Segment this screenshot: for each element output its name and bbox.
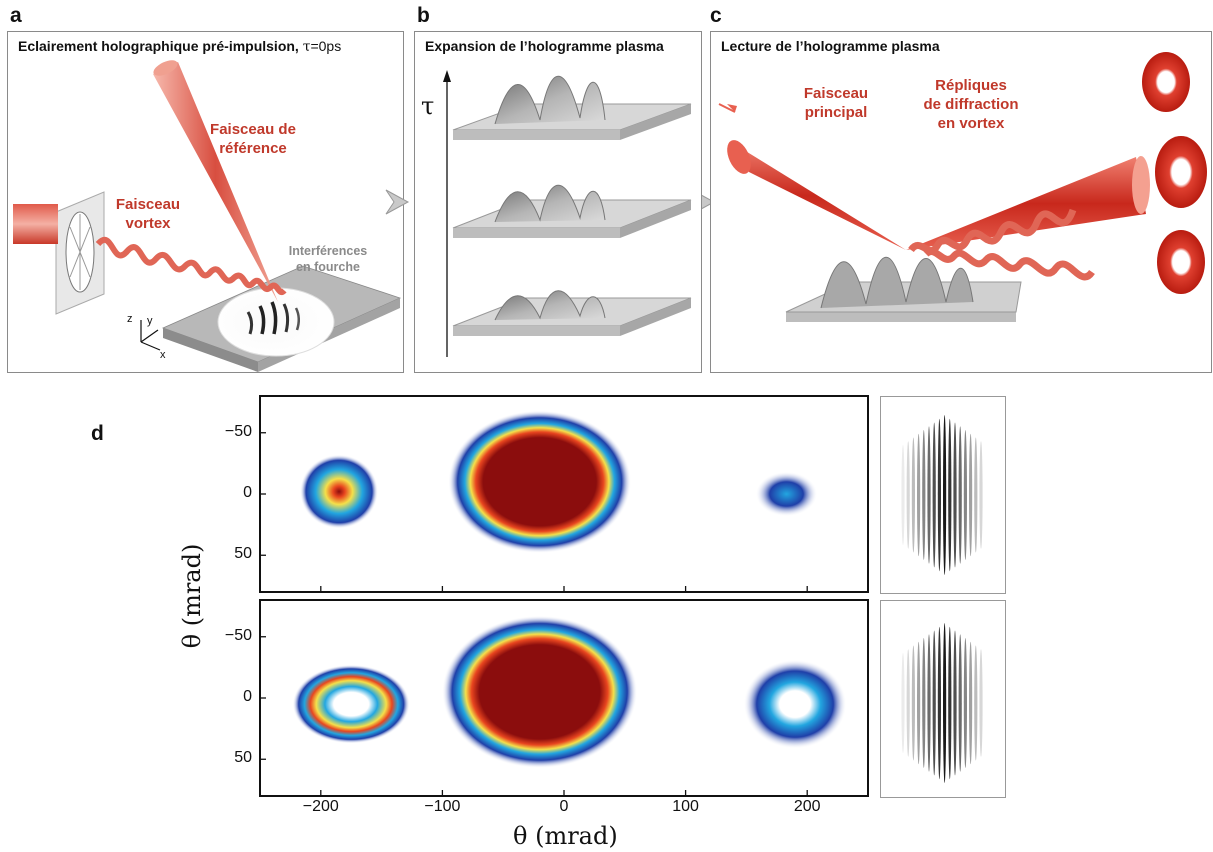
reference-beam-label: Faisceau de référence <box>210 121 296 157</box>
vortex-ring-middle <box>1155 136 1207 208</box>
fringe-thumbnail-bottom <box>880 600 1006 798</box>
beam-spot-top-2 <box>756 471 817 517</box>
coordinate-axes <box>140 320 161 351</box>
fringe-line <box>901 445 905 545</box>
fringe-line <box>974 437 978 553</box>
fringe-thumbnail-top <box>880 396 1006 594</box>
fringe-line <box>943 415 947 575</box>
fringe-line <box>906 649 910 757</box>
heatmap-top <box>300 410 817 553</box>
y-tick-label: −50 <box>224 626 252 644</box>
y-tick-label: 0 <box>243 688 252 705</box>
main-beam-label: Faisceau principal <box>803 85 869 121</box>
y-tick-label: −50 <box>224 422 252 440</box>
x-tick-label: −100 <box>424 798 461 815</box>
x-tick-label: 0 <box>559 798 569 815</box>
fringe-line <box>974 645 978 761</box>
interference-label: Interférences en fourche <box>288 244 368 274</box>
fringe-line <box>969 641 973 765</box>
fringe-line <box>932 422 936 568</box>
panel-c: Lecture de l’hologramme plasma Faisceau … <box>710 31 1212 373</box>
fringe-line <box>927 634 931 772</box>
fringe-line <box>943 623 947 783</box>
fringe-line <box>948 418 952 572</box>
x-tick-label: 100 <box>672 798 699 815</box>
fringe-line <box>937 626 941 780</box>
x-tick-label: −200 <box>302 798 339 815</box>
tau-axis-label: τ <box>421 92 435 120</box>
fringe-line <box>911 437 915 553</box>
axis-y-label: y <box>147 315 153 327</box>
panel-a-illustration: z y x <box>13 60 402 372</box>
fringe-line <box>932 630 936 776</box>
fringe-line <box>917 433 921 557</box>
plasma-slab-top <box>452 75 692 140</box>
phase-plate <box>55 191 105 315</box>
fringe-line <box>911 645 915 761</box>
fringe-line <box>969 433 973 557</box>
tau-symbol: τ <box>302 39 311 55</box>
panel-a: Eclairement holographique pré-impulsion,… <box>7 31 404 373</box>
fringe-line <box>937 418 941 572</box>
plasma-slab-bottom <box>452 290 692 336</box>
vortex-helix-bottom <box>923 248 1095 281</box>
vortex-ring-bottom <box>1157 230 1205 294</box>
axis-z-label: z <box>127 313 133 325</box>
axis-x-label: x <box>160 349 166 361</box>
panel-letter-b: b <box>417 4 430 27</box>
fringe-line <box>906 441 910 549</box>
fringe-line <box>953 630 957 776</box>
panel-b-illustration <box>443 70 692 357</box>
x-axis-label: θ (mrad) <box>513 822 618 850</box>
fringe-line <box>979 441 983 549</box>
fringe-line <box>953 422 957 568</box>
panel-b-title: Expansion de l’hologramme plasma <box>425 38 664 54</box>
panel-c-title: Lecture de l’hologramme plasma <box>721 38 940 54</box>
beam-spot-top-1 <box>448 410 631 553</box>
vortex-helix-top <box>908 208 1077 254</box>
panel-a-title: Eclairement holographique pré-impulsion,… <box>18 38 342 55</box>
y-axis-label: θ (mrad) <box>178 543 206 649</box>
fringe-line <box>922 430 926 560</box>
vortex-beam-label: Faisceau vortex <box>115 196 181 232</box>
panel-c-illustration <box>718 52 1207 322</box>
fringe-line <box>958 426 962 564</box>
vortex-ring-top <box>1142 52 1190 112</box>
fringe-line <box>901 653 905 753</box>
y-tick-label: 0 <box>243 484 252 501</box>
panel-letter-a: a <box>10 4 22 27</box>
fringe-line <box>927 426 931 564</box>
beam-spot-bottom-1 <box>442 615 637 768</box>
panel-b: Expansion de l’hologramme plasma τ <box>414 31 702 373</box>
fringe-line <box>922 638 926 768</box>
beam-spot-top-0 <box>300 454 378 529</box>
replicas-label: Répliques de diffraction en vortex <box>923 77 1019 132</box>
plasma-slab-middle <box>452 184 692 238</box>
fringe-line <box>963 430 967 560</box>
y-tick-label: 50 <box>234 545 252 563</box>
heatmap-bottom <box>292 615 847 768</box>
fringe-line <box>948 626 952 780</box>
y-tick-label: 50 <box>234 749 252 767</box>
fork-fringes <box>246 301 300 335</box>
beam-spot-bottom-0 <box>292 664 410 744</box>
panel-letter-c: c <box>710 4 722 27</box>
fringe-line <box>917 641 921 765</box>
beam-spot-bottom-2 <box>743 660 847 749</box>
x-tick-label: 200 <box>793 798 821 815</box>
fringe-line <box>979 649 983 757</box>
fringe-line <box>958 634 962 772</box>
panel-letter-d: d <box>91 422 104 445</box>
fringe-line <box>963 638 967 768</box>
